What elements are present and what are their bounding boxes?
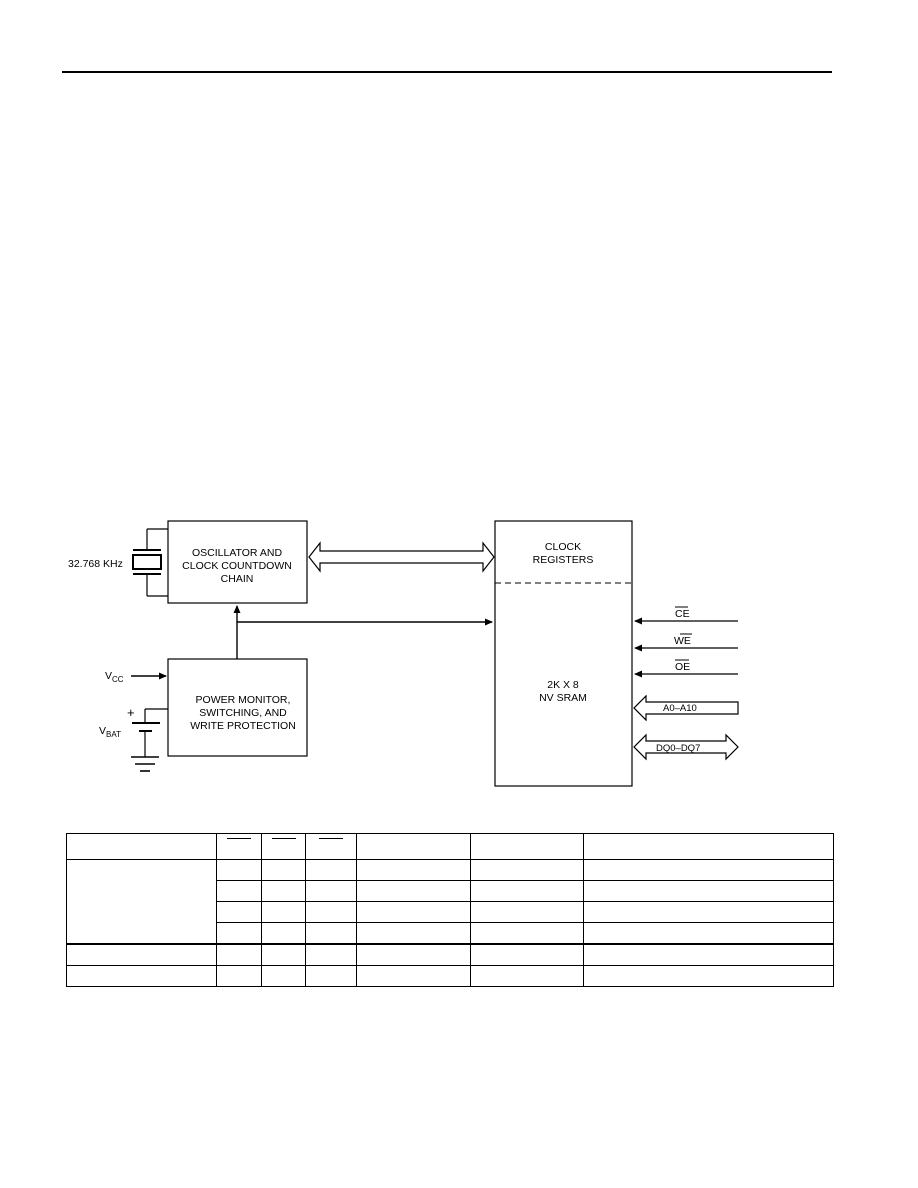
table-cell xyxy=(356,859,471,881)
table-cell xyxy=(470,880,584,902)
table-header-cell xyxy=(470,833,584,860)
data-bus-arrow xyxy=(633,733,739,761)
header-rule xyxy=(62,71,832,73)
table-cell xyxy=(305,880,357,902)
table-cell xyxy=(356,880,471,902)
power-monitor-block xyxy=(167,658,308,757)
table-cell xyxy=(583,880,834,902)
memory-block xyxy=(494,520,633,787)
table-cell xyxy=(470,965,584,987)
table-cell xyxy=(356,965,471,987)
table-header-cell xyxy=(216,833,262,860)
vcc-label: VCC xyxy=(105,670,124,684)
sram-line-1: 2K X 8 xyxy=(547,679,579,691)
table-header-cell xyxy=(583,833,834,860)
table-cell xyxy=(261,901,306,923)
table-cell xyxy=(305,943,357,966)
sram-line-2: NV SRAM xyxy=(539,692,587,704)
truth-table xyxy=(66,833,834,987)
table-header-cell xyxy=(66,833,217,860)
table-cell xyxy=(261,922,306,945)
bus-double-arrow xyxy=(308,541,495,573)
table-cell xyxy=(216,901,262,923)
crystal-icon xyxy=(132,528,168,597)
table-row xyxy=(66,943,834,966)
table-cell xyxy=(470,922,584,945)
clock-registers-line-2: REGISTERS xyxy=(533,554,594,566)
oscillator-line-2: CLOCK COUNTDOWN xyxy=(182,560,292,572)
crystal-label: 32.768 KHz xyxy=(68,558,123,570)
table-cell xyxy=(216,965,262,987)
table-row xyxy=(67,901,834,923)
table-cell xyxy=(66,965,217,987)
ground-icon xyxy=(131,756,159,772)
battery-icon xyxy=(132,722,160,732)
table-row xyxy=(67,880,834,902)
header-overline xyxy=(271,838,296,839)
table-cell xyxy=(305,901,357,923)
table-row xyxy=(67,922,834,945)
table-cell xyxy=(305,965,357,987)
table-row xyxy=(66,859,834,945)
table-cell xyxy=(356,943,471,966)
table-header-cell xyxy=(261,833,306,860)
vbat-label: VBAT xyxy=(99,725,121,739)
clock-registers-line-1: CLOCK xyxy=(545,541,581,553)
we-label: WE xyxy=(674,635,691,647)
table-cell xyxy=(216,922,262,945)
power-line-2: SWITCHING, AND xyxy=(199,707,287,719)
power-line-3: WRITE PROTECTION xyxy=(190,720,296,732)
table-cell xyxy=(216,943,262,966)
data-bus-label: DQ0–DQ7 xyxy=(656,743,700,754)
table-cell xyxy=(470,859,584,881)
table-cell xyxy=(66,859,217,945)
table-row xyxy=(66,965,834,987)
header-overline xyxy=(319,838,343,839)
table-cell xyxy=(261,859,306,881)
table-cell xyxy=(66,943,217,966)
table-cell xyxy=(261,965,306,987)
table-header-cell xyxy=(356,833,471,860)
table-cell xyxy=(583,859,834,881)
oscillator-line-3: CHAIN xyxy=(221,573,254,585)
table-header-row xyxy=(66,833,834,860)
table-cell xyxy=(583,965,834,987)
table-cell xyxy=(305,922,357,945)
table-cell xyxy=(216,880,262,902)
table-cell xyxy=(356,901,471,923)
oe-label: OE xyxy=(675,661,690,673)
table-cell xyxy=(470,901,584,923)
ce-label: CE xyxy=(675,608,690,620)
table-cell xyxy=(470,943,584,966)
oscillator-block xyxy=(167,520,308,604)
address-bus-arrow xyxy=(633,694,739,722)
battery-plus: + xyxy=(127,705,135,720)
table-cell xyxy=(216,859,262,881)
table-header-cell xyxy=(305,833,357,860)
oscillator-line-1: OSCILLATOR AND xyxy=(192,547,282,559)
table-cell xyxy=(356,922,471,945)
table-cell xyxy=(261,880,306,902)
table-cell xyxy=(583,943,834,966)
table-cell xyxy=(305,859,357,881)
power-line-1: POWER MONITOR, xyxy=(196,694,291,706)
address-bus-label: A0–A10 xyxy=(663,703,697,714)
table-cell xyxy=(261,943,306,966)
table-cell xyxy=(583,901,834,923)
header-overline xyxy=(227,838,251,839)
table-cell xyxy=(583,922,834,945)
